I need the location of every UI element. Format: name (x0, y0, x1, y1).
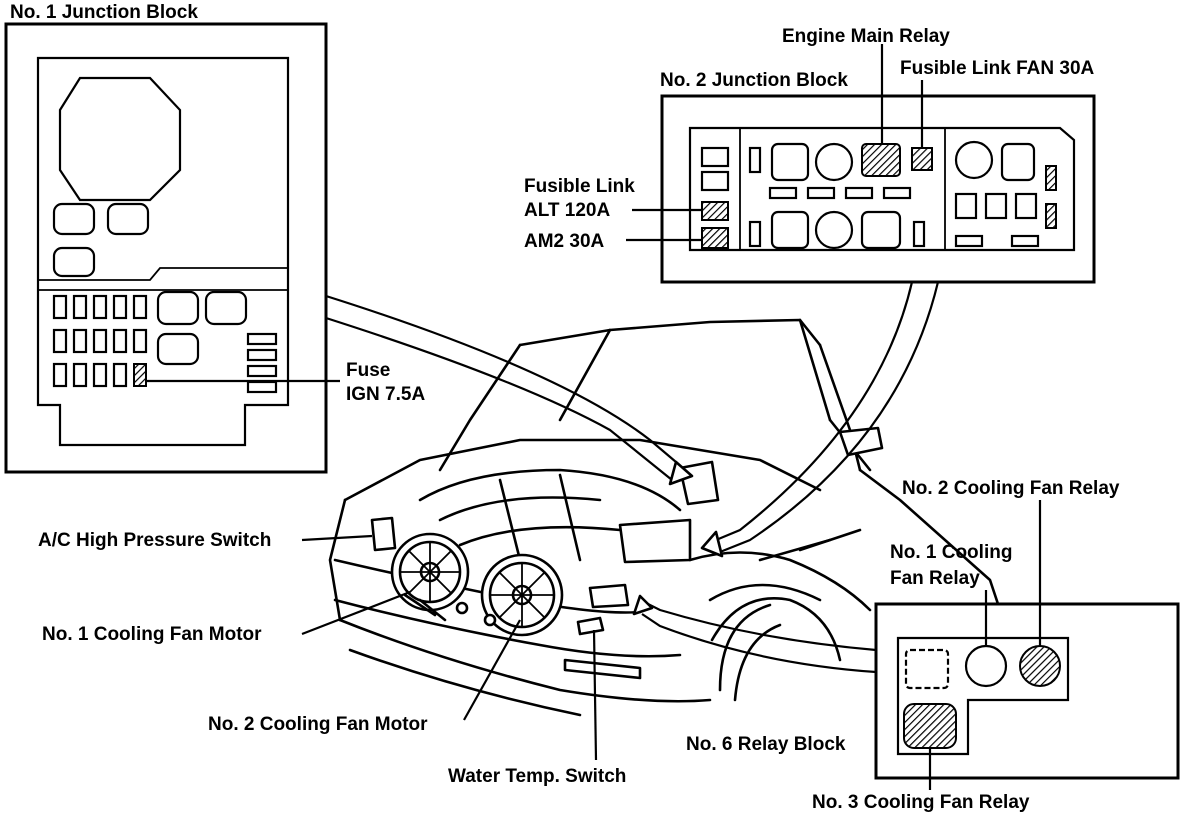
no3-cooling-fan-relay-graphic (903, 703, 957, 749)
cooling-fan-1-graphic (390, 532, 470, 622)
label-no3-cooling-fan-relay: No. 3 Cooling Fan Relay (812, 792, 1030, 813)
label-no1-cooling-fan-motor: No. 1 Cooling Fan Motor (42, 624, 262, 645)
label-ign-7-5a: IGN 7.5A (346, 384, 425, 405)
jb1-fuse-grid (52, 294, 148, 388)
no2-cooling-fan-relay-graphic (1019, 645, 1061, 687)
label-no1-cooling: No. 1 Cooling (890, 542, 1012, 563)
engine-main-relay (861, 143, 901, 177)
label-fuse: Fuse (346, 360, 390, 381)
relay-block-6-panel (874, 602, 1180, 780)
car-illustration (328, 318, 1002, 717)
label-fusible-link: Fusible Link (524, 176, 635, 197)
fusible-link-alt-120a (701, 201, 729, 221)
label-no6-relay-block: No. 6 Relay Block (686, 734, 846, 755)
fuse-ign-7-5a (133, 363, 147, 387)
label-fusible-link-fan-30a: Fusible Link FAN 30A (900, 58, 1095, 79)
label-ac-high-pressure-switch: A/C High Pressure Switch (38, 530, 271, 551)
cooling-fan-2-graphic (480, 553, 564, 637)
label-fan-relay: Fan Relay (890, 568, 980, 589)
junction-block-1-panel (4, 22, 328, 474)
labels: No. 1 Junction Block Fuse IGN 7.5A Engin… (10, 2, 1120, 813)
label-am2-30a: AM2 30A (524, 231, 605, 252)
label-no2-junction-block: No. 2 Junction Block (660, 70, 848, 91)
no1-cooling-fan-relay-graphic (964, 644, 1008, 688)
fusible-link-am2-30a (701, 227, 729, 249)
label-no2-cooling-fan-relay: No. 2 Cooling Fan Relay (902, 478, 1120, 499)
label-water-temp-switch: Water Temp. Switch (448, 766, 626, 787)
junction-block-2-panel (660, 94, 1096, 284)
label-no1-junction-block: No. 1 Junction Block (10, 2, 198, 23)
label-no2-cooling-fan-motor: No. 2 Cooling Fan Motor (208, 714, 428, 735)
leader-lines (146, 44, 1042, 790)
connector-arrows (325, 281, 940, 674)
label-alt-120a: ALT 120A (524, 200, 611, 221)
label-engine-main-relay: Engine Main Relay (782, 26, 950, 47)
fusible-link-fan-30a (911, 147, 933, 171)
